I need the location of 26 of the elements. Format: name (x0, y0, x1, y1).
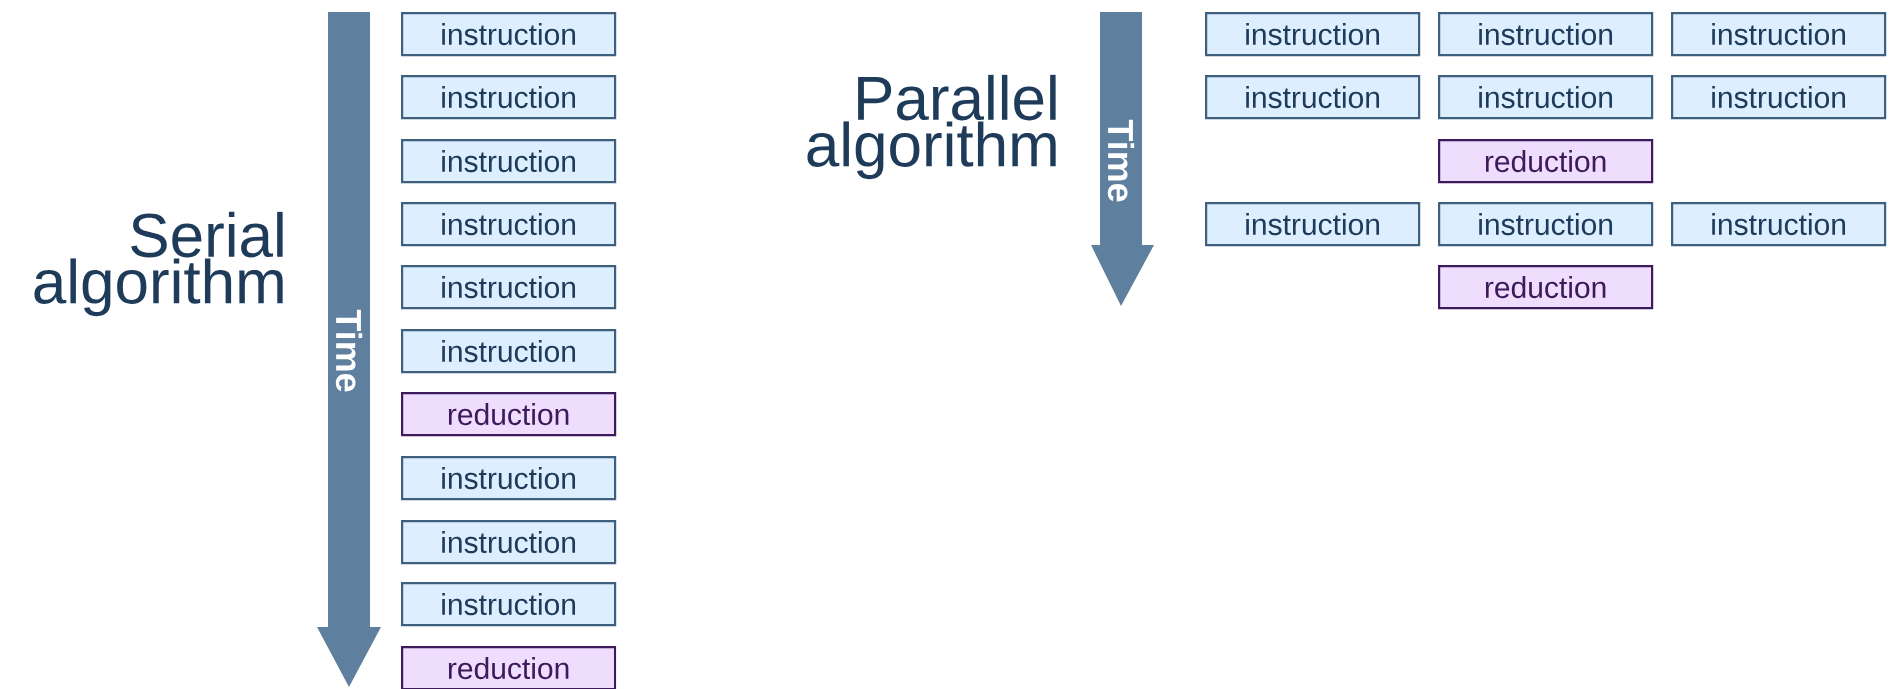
instruction-box: instruction (401, 12, 617, 57)
algorithm-label: Parallel algorithm (807, 74, 1056, 180)
axis-label: Time (1107, 119, 1135, 202)
axis-label: Time (335, 309, 363, 392)
instruction-box: instruction (1205, 202, 1421, 247)
instruction-box: instruction (401, 329, 617, 374)
reduction-box: reduction (401, 392, 617, 437)
instruction-box: instruction (401, 75, 617, 120)
instruction-box: instruction (1205, 12, 1421, 57)
instruction-box: instruction (401, 202, 617, 247)
reduction-box: reduction (1438, 265, 1654, 310)
algorithm-label: Serial algorithm (34, 211, 283, 317)
instruction-box: instruction (1671, 12, 1887, 57)
reduction-box: reduction (1438, 139, 1654, 184)
instruction-box: instruction (401, 456, 617, 501)
instruction-box: instruction (1205, 75, 1421, 120)
instruction-box: instruction (1671, 202, 1887, 247)
instruction-box: instruction (1438, 75, 1654, 120)
instruction-box: instruction (401, 265, 617, 310)
instruction-box: instruction (401, 520, 617, 565)
instruction-box: instruction (1438, 12, 1654, 57)
instruction-box: instruction (401, 582, 617, 627)
instruction-box: instruction (1671, 75, 1887, 120)
instruction-box: instruction (401, 139, 617, 184)
instruction-box: instruction (1438, 202, 1654, 247)
reduction-box: reduction (401, 646, 617, 689)
